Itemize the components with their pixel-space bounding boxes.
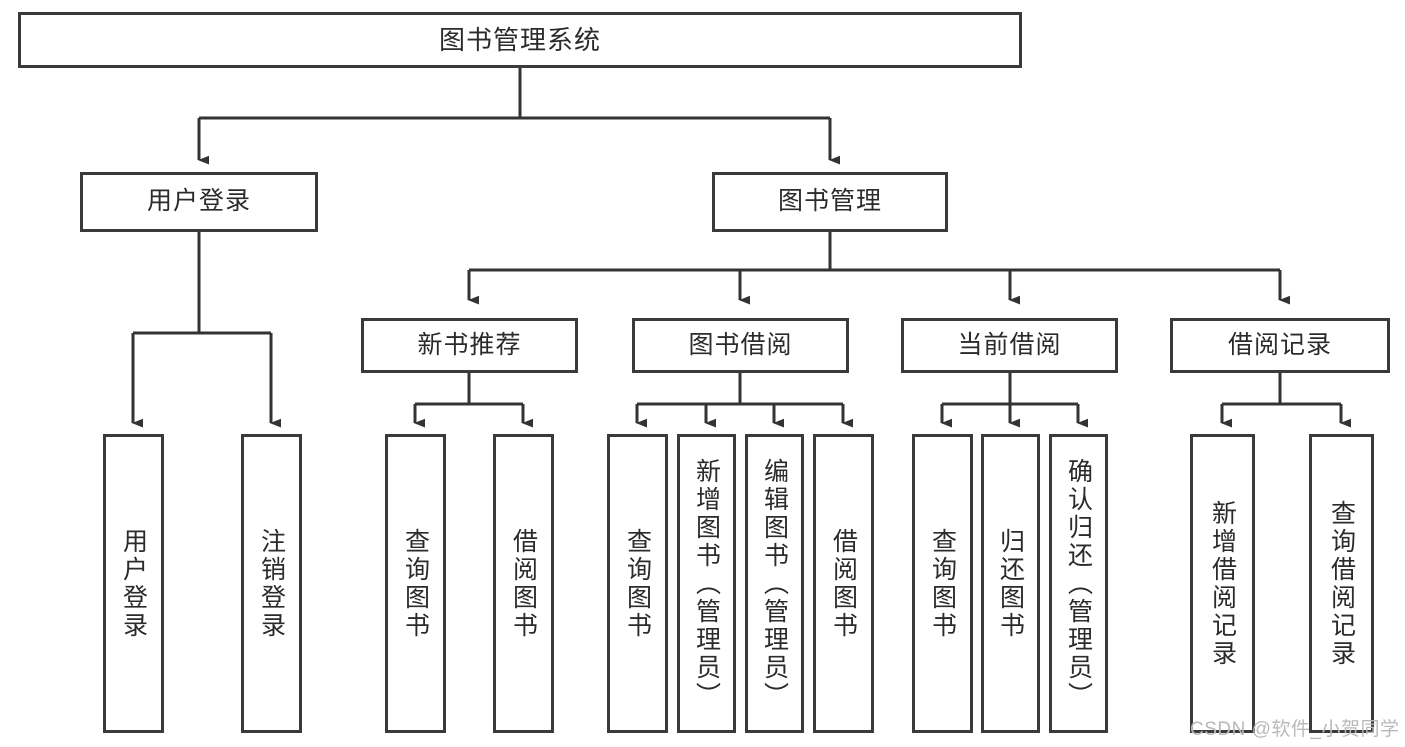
leaf-query-book-borrow[interactable]: 查询图书 (607, 434, 668, 733)
node-current-borrow[interactable]: 当前借阅 (901, 318, 1118, 373)
leaf-query-book-current[interactable]: 查询图书 (912, 434, 973, 733)
node-book-manage[interactable]: 图书管理 (712, 172, 948, 232)
leaf-borrow-book-recommend[interactable]: 借阅图书 (493, 434, 554, 733)
watermark-text: CSDN @软件_小贺同学 (1190, 719, 1400, 740)
leaf-user-login[interactable]: 用户登录 (103, 434, 164, 733)
leaf-confirm-return[interactable]: 确认归还（管理员） (1049, 434, 1108, 733)
leaf-edit-book[interactable]: 编辑图书（管理员） (745, 434, 804, 733)
leaf-query-book-recommend[interactable]: 查询图书 (385, 434, 446, 733)
leaf-add-borrow-record[interactable]: 新增借阅记录 (1190, 434, 1255, 733)
node-book-borrow[interactable]: 图书借阅 (632, 318, 849, 373)
leaf-query-borrow-record[interactable]: 查询借阅记录 (1309, 434, 1374, 733)
node-new-book-recommend[interactable]: 新书推荐 (361, 318, 578, 373)
node-root[interactable]: 图书管理系统 (18, 12, 1022, 68)
leaf-borrow-book[interactable]: 借阅图书 (813, 434, 874, 733)
node-user-login[interactable]: 用户登录 (80, 172, 318, 232)
node-borrow-record[interactable]: 借阅记录 (1170, 318, 1390, 373)
leaf-add-book[interactable]: 新增图书（管理员） (677, 434, 736, 733)
leaf-return-book[interactable]: 归还图书 (981, 434, 1040, 733)
leaf-user-logout[interactable]: 注销登录 (241, 434, 302, 733)
